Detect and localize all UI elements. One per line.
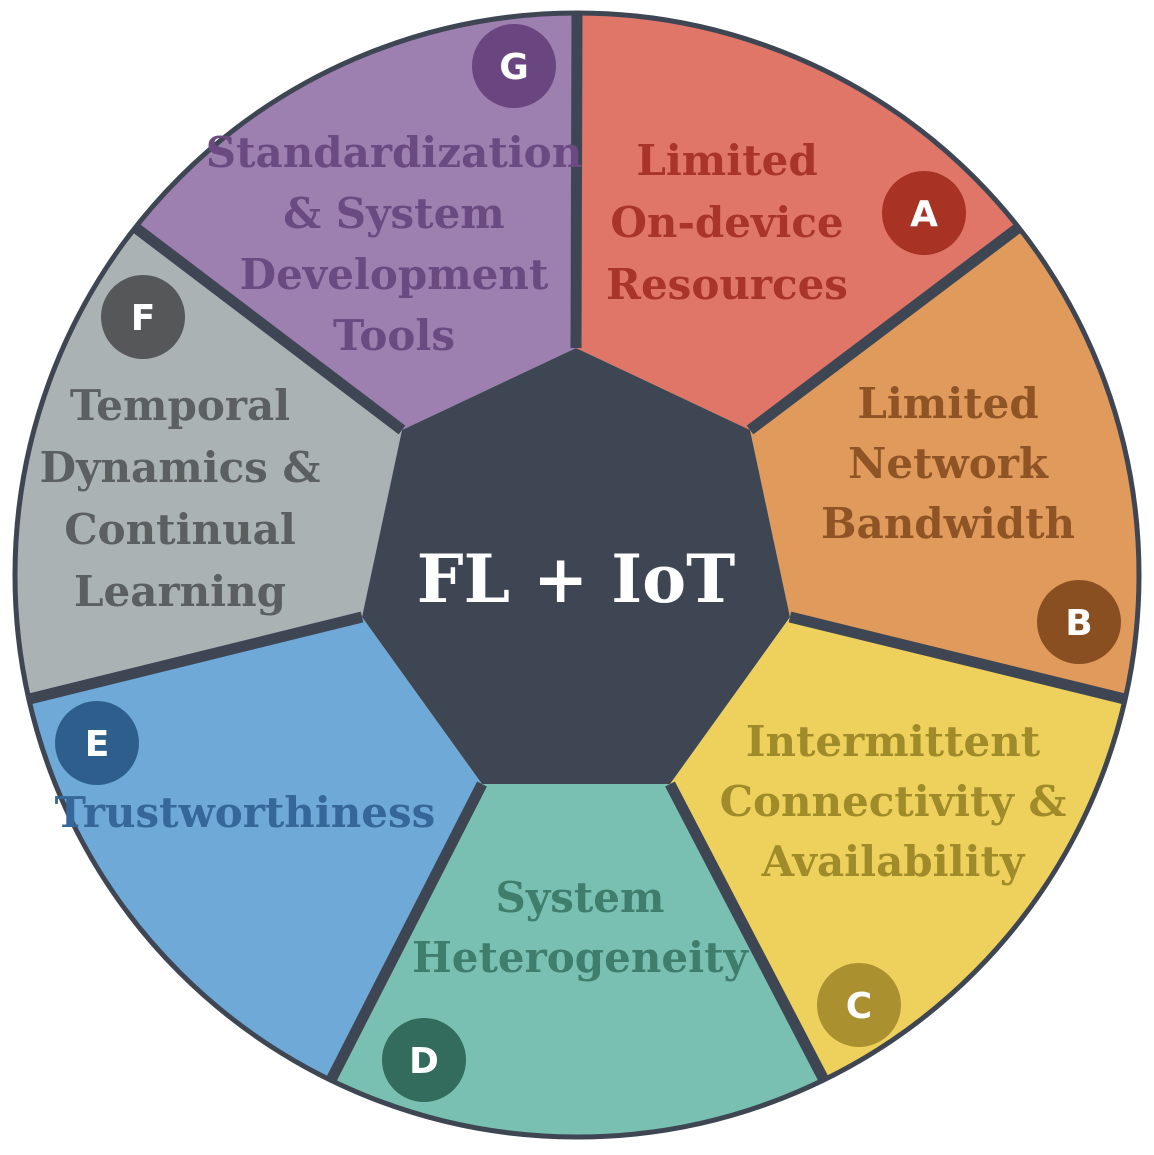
segment-label-line: Network	[848, 439, 1049, 488]
badge-letter: E	[85, 724, 110, 765]
segment-label-line: Standardization	[206, 128, 582, 177]
sector-c	[670, 617, 1126, 1080]
segment-label-line: Tools	[333, 311, 455, 360]
divider-line	[27, 611, 364, 705]
segment-label-line: & System	[283, 189, 504, 238]
segment-label-line: Heterogeneity	[412, 933, 749, 982]
badge-e: E	[55, 701, 139, 785]
divider-line	[570, 12, 583, 349]
sector-b	[750, 227, 1139, 700]
badge-circle	[1037, 580, 1121, 664]
badge-letter: C	[846, 986, 872, 1027]
segment-label-line: Learning	[74, 567, 286, 616]
segment-label-line: Temporal	[70, 381, 290, 430]
segment-label-line: Availability	[761, 837, 1026, 886]
rim-circle	[12, 10, 1142, 1140]
segment-label-line: Continual	[64, 505, 296, 554]
badge-circle	[817, 963, 901, 1047]
badge-letter: F	[131, 298, 156, 339]
center-label: FL + IoT	[417, 540, 736, 618]
segment-label-line: Bandwidth	[821, 499, 1075, 548]
sector-f	[15, 227, 403, 700]
badge-letter: G	[499, 47, 529, 88]
divider-line	[746, 223, 1023, 435]
badge-circle	[55, 701, 139, 785]
dividers	[27, 12, 1127, 1083]
badge-letter: B	[1065, 603, 1092, 644]
sector-e	[28, 617, 483, 1081]
segment-label-line: Development	[240, 250, 549, 299]
divider-line	[326, 781, 487, 1083]
center-heptagon	[362, 348, 790, 784]
segment-label-line: On-device	[610, 198, 843, 247]
badge-circle	[101, 275, 185, 359]
segment-label-line: Limited	[857, 379, 1038, 428]
badge-b: B	[1037, 580, 1121, 664]
center-hub: FL + IoT	[362, 348, 790, 784]
badge-circle	[472, 24, 556, 108]
badge-a: A	[882, 171, 966, 255]
segment-label-line: System	[496, 873, 665, 922]
segment-label-line: Dynamics &	[40, 443, 321, 492]
badge-c: C	[817, 963, 901, 1047]
badge-f: F	[101, 275, 185, 359]
badge-letter: D	[409, 1041, 439, 1082]
outer-rim	[12, 10, 1142, 1140]
divider-line	[131, 223, 406, 435]
segment-label-line: Intermittent	[746, 717, 1041, 766]
segment-label-line: Resources	[606, 260, 848, 309]
segment-label-line: Connectivity &	[720, 777, 1067, 826]
sector-a	[576, 13, 1019, 430]
badge-d: D	[382, 1018, 466, 1102]
segment-label-line: Trustworthiness	[55, 788, 436, 837]
segment-label-e: Trustworthiness	[55, 788, 436, 837]
badge-circle	[882, 171, 966, 255]
sector-g	[135, 12, 578, 430]
segment-badges: A B C D E F G	[55, 24, 1121, 1102]
divider-line	[788, 611, 1127, 705]
badge-letter: A	[910, 194, 938, 235]
divider-line	[665, 781, 829, 1083]
badge-g: G	[472, 24, 556, 108]
sectors	[15, 12, 1139, 1137]
badge-circle	[382, 1018, 466, 1102]
segment-label-line: Limited	[636, 136, 817, 185]
